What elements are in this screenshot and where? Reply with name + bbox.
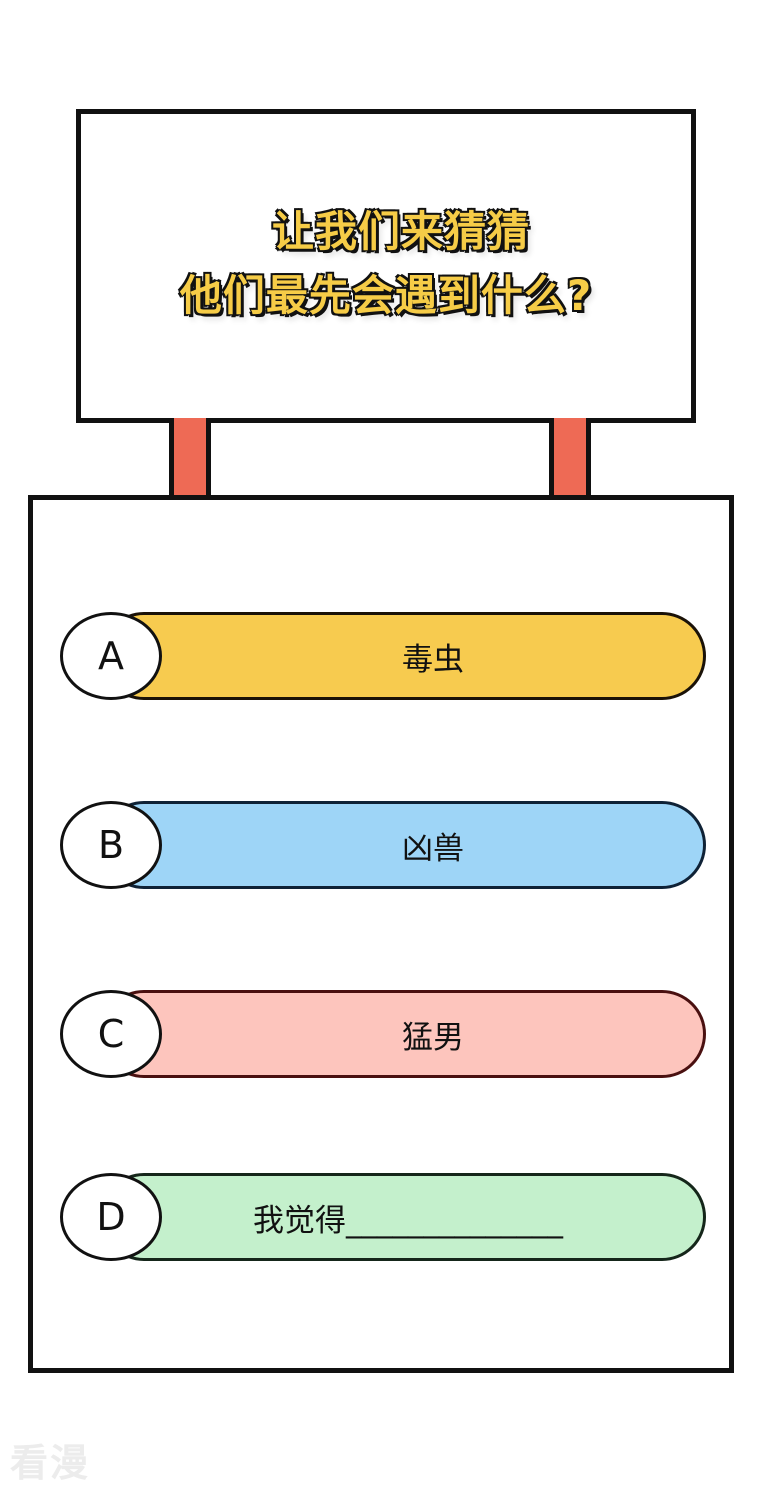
option-a-pill[interactable]: 毒虫: [100, 612, 706, 700]
sign-post-right: [549, 418, 591, 498]
option-d-letter-badge: D: [60, 1173, 162, 1261]
option-b-pill[interactable]: 凶兽: [100, 801, 706, 889]
watermark: 看漫: [10, 1441, 91, 1485]
question-sign: 让我们来猜猜 他们最先会遇到什么?: [76, 109, 696, 423]
option-c[interactable]: C 猛男: [60, 990, 706, 1078]
option-a[interactable]: A 毒虫: [60, 612, 706, 700]
option-a-letter-badge: A: [60, 612, 162, 700]
question-title: 让我们来猜猜 他们最先会遇到什么?: [81, 200, 691, 328]
option-c-pill[interactable]: 猛男: [100, 990, 706, 1078]
question-title-line-2: 他们最先会遇到什么?: [179, 270, 593, 321]
option-c-letter-badge: C: [60, 990, 162, 1078]
option-b-letter-badge: B: [60, 801, 162, 889]
sign-post-left: [169, 418, 211, 498]
option-d-label: 我觉得______________: [253, 1202, 563, 1239]
option-b[interactable]: B 凶兽: [60, 801, 706, 889]
option-a-label: 毒虫: [402, 641, 464, 678]
option-b-label: 凶兽: [402, 830, 464, 867]
option-d-pill[interactable]: 我觉得______________: [100, 1173, 706, 1261]
option-c-label: 猛男: [402, 1019, 464, 1056]
question-title-line-1: 让我们来猜猜: [271, 206, 530, 257]
option-d[interactable]: D 我觉得______________: [60, 1173, 706, 1261]
